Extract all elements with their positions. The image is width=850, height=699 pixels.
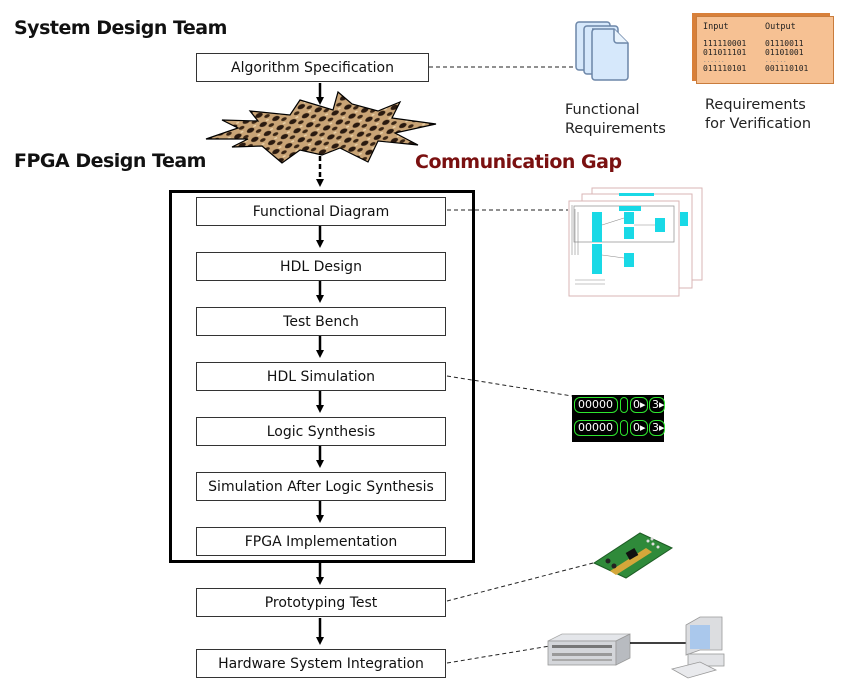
functional-requirements-label: Functional Requirements bbox=[565, 101, 666, 139]
waveform-cell: 0▸ bbox=[630, 397, 648, 413]
header-input: Input bbox=[703, 22, 729, 32]
waveform-transition bbox=[620, 397, 628, 413]
waveform-icon: 00000 0▸ 3▸ 00000 0▸ 3▸ bbox=[572, 395, 665, 442]
logic-synthesis-step[interactable]: Logic Synthesis bbox=[196, 417, 446, 446]
document-stack-icon bbox=[575, 21, 629, 81]
hdl-design-step[interactable]: HDL Design bbox=[196, 252, 446, 281]
system-design-team-heading: System Design Team bbox=[14, 17, 227, 39]
table-cell: 01110011 bbox=[765, 39, 804, 48]
verification-requirements-line1: Requirements bbox=[705, 97, 806, 113]
table-cell: ...... bbox=[703, 57, 725, 64]
verification-requirements-line2: for Verification bbox=[705, 116, 812, 132]
waveform-cell: 00000 bbox=[574, 420, 618, 436]
waveform-cell: 3▸ bbox=[649, 420, 665, 436]
artifact-leader-lines bbox=[429, 66, 594, 664]
pcb-board-icon bbox=[592, 532, 674, 579]
fpga-implementation-step[interactable]: FPGA Implementation bbox=[196, 527, 446, 556]
table-cell: ...... bbox=[765, 57, 787, 64]
waveform-cell: 0▸ bbox=[630, 420, 648, 436]
table-cell: 001110101 bbox=[765, 64, 809, 73]
simulation-after-synthesis-step[interactable]: Simulation After Logic Synthesis bbox=[196, 472, 446, 501]
waveform-cell: 00000 bbox=[574, 397, 618, 413]
table-row: 011011101 01101001 bbox=[703, 48, 827, 57]
table-row: ...... ...... bbox=[703, 57, 827, 64]
hdl-simulation-step[interactable]: HDL Simulation bbox=[196, 362, 446, 391]
communication-gap-label: Communication Gap bbox=[415, 151, 622, 173]
schematic-stack-icon bbox=[568, 187, 703, 297]
verification-requirements-label: Requirements for Verification bbox=[705, 96, 811, 134]
desktop-computer-icon bbox=[670, 616, 725, 679]
table-cell: 111110001 bbox=[703, 39, 747, 48]
communication-gap-burst bbox=[205, 90, 437, 164]
table-row: 011110101 001110101 bbox=[703, 64, 827, 73]
table-cell: 011011101 bbox=[703, 48, 747, 57]
algorithm-specification-step[interactable]: Algorithm Specification bbox=[196, 53, 429, 82]
functional-requirements-line2: Requirements bbox=[565, 121, 666, 137]
header-output: Output bbox=[765, 22, 796, 32]
waveform-cell: 3▸ bbox=[649, 397, 665, 413]
waveform-transition bbox=[620, 420, 628, 436]
fpga-design-frame bbox=[169, 190, 475, 563]
test-bench-step[interactable]: Test Bench bbox=[196, 307, 446, 336]
table-cell: 01101001 bbox=[765, 48, 804, 57]
table-cell: 011110101 bbox=[703, 64, 747, 73]
fpga-design-team-heading: FPGA Design Team bbox=[14, 150, 206, 172]
functional-diagram-step[interactable]: Functional Diagram bbox=[196, 197, 446, 226]
hardware-system-integration-step[interactable]: Hardware System Integration bbox=[196, 649, 446, 678]
server-chassis-icon bbox=[547, 633, 631, 666]
verification-table-card: Input Output 111110001 01110011 01101110… bbox=[696, 16, 834, 84]
table-row: 111110001 01110011 bbox=[703, 39, 827, 48]
verification-table-header: Input Output bbox=[703, 22, 827, 32]
functional-requirements-line1: Functional bbox=[565, 102, 640, 118]
prototyping-test-step[interactable]: Prototyping Test bbox=[196, 588, 446, 617]
